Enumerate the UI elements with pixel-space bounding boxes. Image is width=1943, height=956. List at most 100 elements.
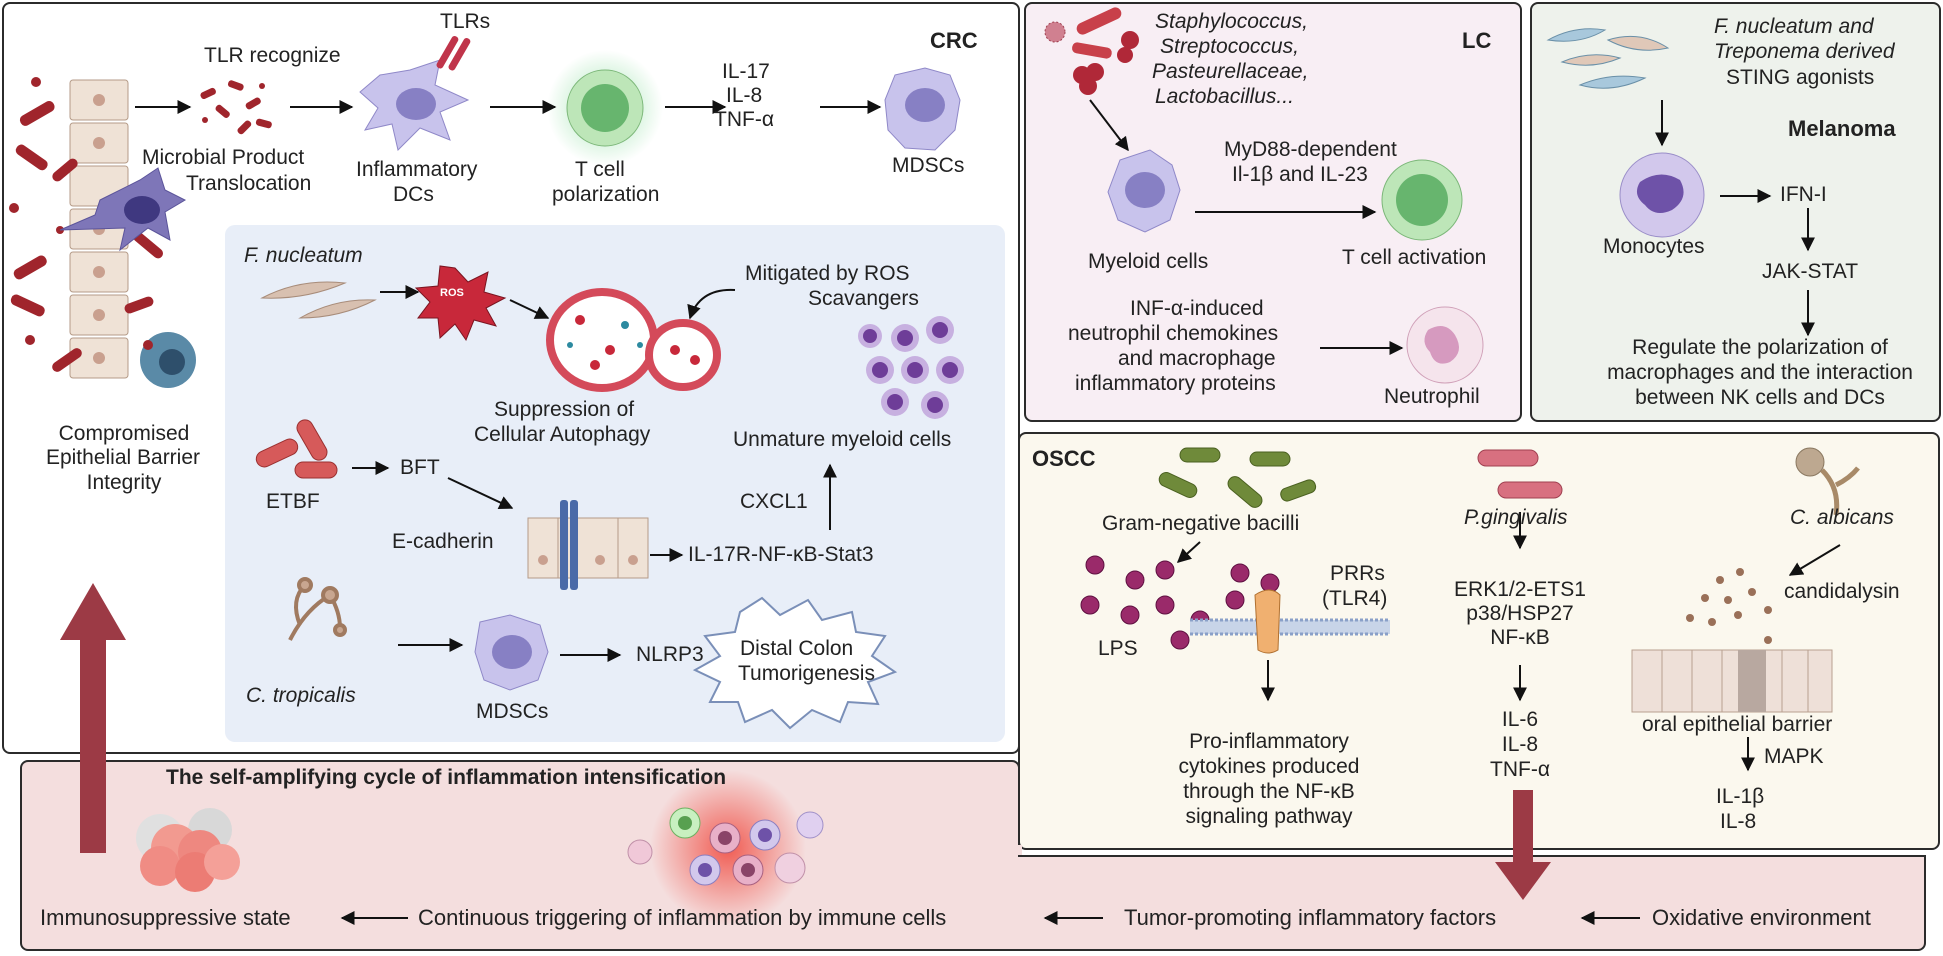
- melanoma-panel: [1530, 2, 1941, 422]
- lps-icon: [1080, 555, 1280, 650]
- melanoma-source-2: Treponema derived: [1714, 40, 1895, 63]
- big-down-arrow-icon: [1495, 790, 1551, 900]
- microbial-products-icon: [200, 80, 272, 135]
- ifn-label: IFN-I: [1780, 183, 1827, 206]
- microbial-product-label: Microbial Product: [142, 146, 305, 169]
- melanoma-source-1: F. nucleatum and: [1714, 15, 1874, 38]
- c-albicans-label: C. albicans: [1790, 506, 1894, 529]
- big-up-arrow-icon: [60, 583, 126, 853]
- e-cadherin-label: E-cadherin: [392, 530, 494, 553]
- mdscs-label: MDSCs: [892, 154, 965, 177]
- inflammatory-label: Inflammatory: [356, 158, 478, 181]
- p-gingivalis-label: P.gingivalis: [1464, 506, 1568, 529]
- il6-label: IL-6: [1501, 708, 1539, 731]
- jak-stat-label: JAK-STAT: [1762, 260, 1859, 283]
- tnfa-label: TNF-α: [714, 108, 774, 131]
- epithelial-barrier-label: Epithelial Barrier: [45, 446, 201, 469]
- p-gingivalis-icon: [1477, 449, 1563, 499]
- oral-barrier-label: oral epithelial barrier: [1642, 713, 1833, 736]
- mdsc-inner-icon: [474, 614, 549, 691]
- translocation-label: Translocation: [186, 172, 312, 195]
- tumorigenesis-label: Tumorigenesis: [738, 662, 875, 685]
- c-tropicalis-icon: [288, 577, 347, 641]
- mdsc-icon: [884, 67, 961, 151]
- gram-negative-label: Gram-negative bacilli: [1102, 512, 1300, 535]
- tumor-promoting-label: Tumor-promoting inflammatory factors: [1124, 905, 1497, 930]
- ros-label: ROS: [440, 287, 464, 299]
- il17r-label: IL-17R-NF-κB-Stat3: [688, 543, 874, 566]
- compromised-label: Compromised: [58, 422, 190, 445]
- lc-bacteria-4: Lactobacillus...: [1155, 85, 1294, 108]
- myeloid-cells-label: Myeloid cells: [1088, 250, 1209, 273]
- p38-label: p38/HSP27: [1466, 602, 1574, 625]
- dendritic-cell-icon: [59, 167, 187, 252]
- t-cell-lc-icon: [1381, 159, 1463, 241]
- crc-title: CRC: [930, 28, 978, 53]
- pro-inflammatory-3: through the NF-κB: [1183, 780, 1355, 803]
- prrs-label-1: PRRs: [1330, 562, 1385, 585]
- gram-negative-bacilli-icon: [1158, 447, 1317, 508]
- inf-label-4: inflammatory proteins: [1075, 372, 1276, 395]
- lps-label: LPS: [1098, 637, 1138, 660]
- il8-label: IL-8: [726, 84, 763, 107]
- nfkb-label: NF-κB: [1490, 626, 1550, 649]
- distal-colon-label: Distal Colon: [740, 637, 854, 660]
- pro-inflammatory-2: cytokines produced: [1178, 755, 1360, 778]
- mitigated-label-1: Mitigated by ROS: [745, 262, 910, 285]
- oscc-title: OSCC: [1032, 446, 1096, 471]
- il8-mapk-label: IL-8: [1720, 810, 1757, 833]
- etbf-label: ETBF: [266, 490, 320, 513]
- lc-bacteria-2: Streptococcus,: [1160, 35, 1299, 58]
- il1b-label: IL-1β: [1716, 785, 1765, 808]
- neutrophil-icon: [1406, 306, 1484, 384]
- dcs-label: DCs: [393, 183, 434, 206]
- inf-label-2: neutrophil chemokines: [1068, 322, 1279, 345]
- monocytes-label: Monocytes: [1603, 235, 1705, 258]
- candidalysin-label: candidalysin: [1784, 580, 1900, 603]
- c-albicans-icon: [1795, 447, 1860, 516]
- autophagy-icon: [546, 288, 721, 392]
- membrane-tlr4-icon: [1190, 589, 1390, 654]
- regulate-label-3: between NK cells and DCs: [1635, 386, 1885, 409]
- f-nucleatum-label: F. nucleatum: [244, 244, 363, 267]
- e-cadherin-epithelium-icon: [527, 500, 649, 590]
- t-cell-activation-label: T cell activation: [1342, 246, 1487, 269]
- t-cell-icon: [547, 50, 663, 166]
- cycle-title: The self-amplifying cycle of inflammatio…: [166, 766, 727, 789]
- oscc-arrows: [1176, 512, 1841, 772]
- regulate-label-1: Regulate the polarization of: [1632, 336, 1888, 359]
- melanoma-title: Melanoma: [1788, 116, 1896, 141]
- cycle-top-right-border: [1018, 855, 1926, 857]
- integrity-label: Integrity: [86, 471, 162, 494]
- lc-bacteria-1: Staphylococcus,: [1155, 10, 1308, 33]
- continuous-triggering-label: Continuous triggering of inflammation by…: [418, 905, 947, 930]
- t-cell-label: T cell: [575, 158, 625, 181]
- myeloid-cell-lc-icon: [1107, 149, 1181, 233]
- regulate-label-2: macrophages and the interaction: [1607, 361, 1913, 384]
- monocyte-icon: [1619, 152, 1705, 238]
- mapk-label: MAPK: [1764, 745, 1824, 768]
- suppression-label-1: Suppression of: [494, 398, 635, 421]
- crc-inner-arrows: [352, 285, 837, 662]
- myd88-label-2: Il-1β and IL-23: [1232, 163, 1368, 186]
- f-nucleatum-icon: [260, 281, 377, 319]
- neutrophil-label: Neutrophil: [1384, 385, 1480, 408]
- melanoma-arrows: [1655, 100, 1815, 337]
- erk-label: ERK1/2-ETS1: [1454, 578, 1586, 601]
- oral-epithelium-icon: [1631, 649, 1833, 713]
- myd88-label-1: MyD88-dependent: [1224, 138, 1397, 161]
- lc-bacteria-3: Pasteurellaceae,: [1152, 60, 1309, 83]
- il8-oscc-label: IL-8: [1501, 733, 1539, 756]
- polarization-label: polarization: [552, 183, 660, 206]
- tnfa-oscc-label: TNF-α: [1490, 758, 1550, 781]
- tlrs-label: TLRs: [440, 10, 491, 33]
- immune-cells-glow-icon: [627, 770, 824, 926]
- cycle-bottom-panel: [20, 855, 1926, 951]
- lc-bacteria-icon: [1044, 7, 1139, 95]
- tlr-recognize-label: TLR recognize: [204, 44, 341, 67]
- mdscs-inner-label: MDSCs: [476, 700, 549, 723]
- melanoma-bacteria-icon: [1546, 28, 1670, 89]
- immunosuppressive-cells-icon: [136, 808, 240, 892]
- macrophage-icon: [140, 332, 196, 388]
